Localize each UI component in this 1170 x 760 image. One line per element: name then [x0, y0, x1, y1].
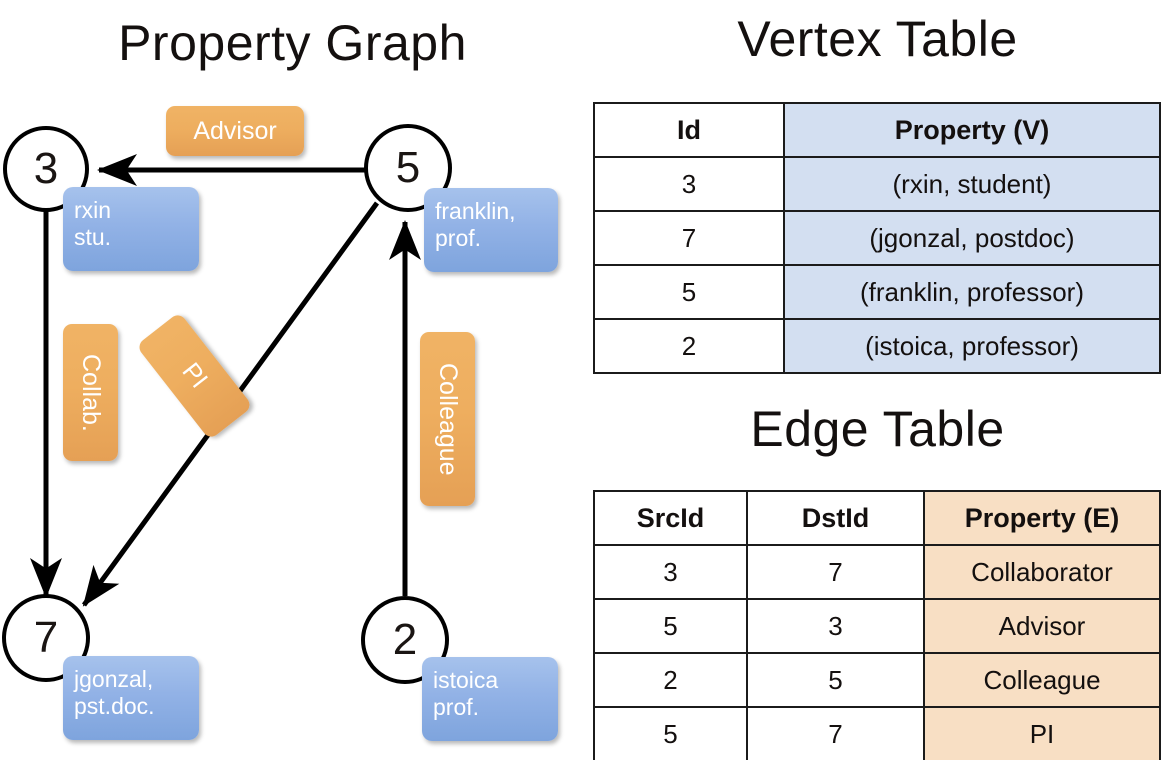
edge-table-cell-srcid: 5 [593, 598, 748, 654]
graph-node-5-property-line-2: prof. [435, 225, 482, 251]
table-row[interactable]: 2 5 Colleague [593, 652, 1161, 708]
edge-label-colleague[interactable]: Colleague [420, 332, 475, 506]
graph-node-5-label: 5 [395, 143, 421, 192]
table-row[interactable]: 5 (franklin, professor) [593, 264, 1161, 320]
graph-node-2[interactable]: 2 [361, 596, 449, 684]
graph-node-5-property-line-1: franklin, [435, 198, 516, 224]
edge-table-cell-srcid: 5 [593, 706, 748, 760]
edge-table-header-row: SrcId DstId Property (E) [593, 490, 1161, 546]
vertex-table-cell-property: (jgonzal, postdoc) [783, 210, 1161, 266]
edge-table-header-property: Property (E) [923, 490, 1161, 546]
edge-table-header-dstid: DstId [746, 490, 925, 546]
vertex-table-cell-id: 7 [593, 210, 785, 266]
table-row[interactable]: 2 (istoica, professor) [593, 318, 1161, 374]
edge-table: SrcId DstId Property (E) 3 7 Collaborato… [593, 490, 1161, 760]
edge-table-cell-dstid: 7 [746, 706, 925, 760]
edge-table-cell-property: PI [923, 706, 1161, 760]
vertex-table-header-id: Id [593, 102, 785, 158]
graph-node-3-property-box[interactable]: rxin stu. [63, 187, 199, 271]
edge-table-cell-property: Advisor [923, 598, 1161, 654]
vertex-table-cell-id: 2 [593, 318, 785, 374]
vertex-table-cell-property: (franklin, professor) [783, 264, 1161, 320]
vertex-table-cell-property: (rxin, student) [783, 156, 1161, 212]
property-graph-diagram: Advisor Collab. PI Colleague 3 rxin stu.… [2, 106, 558, 741]
edge-label-collab[interactable]: Collab. [63, 324, 118, 461]
edge-table-cell-dstid: 3 [746, 598, 925, 654]
page-title-property-graph: Property Graph [118, 15, 467, 71]
edge-label-pi-text: PI [176, 357, 214, 394]
graph-node-7-property-box[interactable]: jgonzal, pst.doc. [63, 656, 199, 740]
graph-node-7-label: 7 [33, 613, 59, 662]
edge-table-cell-property: Colleague [923, 652, 1161, 708]
edge-table-header-srcid: SrcId [593, 490, 748, 546]
graph-node-2-property-box[interactable]: istoica prof. [422, 657, 558, 741]
graph-node-3-label: 3 [33, 144, 59, 193]
graph-node-5-property-box[interactable]: franklin, prof. [424, 188, 558, 272]
table-row[interactable]: 3 (rxin, student) [593, 156, 1161, 212]
graph-node-2-label: 2 [392, 615, 418, 664]
edge-label-advisor[interactable]: Advisor [166, 106, 304, 156]
edge-table-cell-dstid: 5 [746, 652, 925, 708]
graph-node-2-property-line-1: istoica [433, 667, 499, 693]
page-title-vertex-table: Vertex Table [737, 11, 1018, 67]
graph-node-5[interactable]: 5 [364, 124, 452, 212]
page-title-edge-table: Edge Table [750, 401, 1005, 457]
graph-node-7-property-line-1: jgonzal, [74, 666, 154, 692]
vertex-table-cell-property: (istoica, professor) [783, 318, 1161, 374]
vertex-table-header-row: Id Property (V) [593, 102, 1161, 158]
table-row[interactable]: 5 3 Advisor [593, 598, 1161, 654]
graph-node-7-property-line-2: pst.doc. [74, 693, 155, 719]
graph-node-3-property-line-2: stu. [74, 224, 112, 250]
vertex-table-cell-id: 3 [593, 156, 785, 212]
table-row[interactable]: 3 7 Collaborator [593, 544, 1161, 600]
vertex-table-cell-id: 5 [593, 264, 785, 320]
edge-table-cell-srcid: 3 [593, 544, 748, 600]
vertex-table: Id Property (V) 3 (rxin, student) 7 (jgo… [593, 102, 1161, 374]
edge-table-cell-dstid: 7 [746, 544, 925, 600]
vertex-table-header-property: Property (V) [783, 102, 1161, 158]
table-row[interactable]: 7 (jgonzal, postdoc) [593, 210, 1161, 266]
edge-label-advisor-text: Advisor [193, 116, 277, 145]
graph-node-2-property-line-2: prof. [433, 694, 480, 720]
edge-table-cell-property: Collaborator [923, 544, 1161, 600]
graph-node-3-property-line-1: rxin [74, 197, 112, 223]
edge-label-collab-text: Collab. [77, 353, 105, 432]
table-row[interactable]: 5 7 PI [593, 706, 1161, 760]
edge-table-cell-srcid: 2 [593, 652, 748, 708]
edge-label-colleague-text: Colleague [434, 362, 462, 476]
